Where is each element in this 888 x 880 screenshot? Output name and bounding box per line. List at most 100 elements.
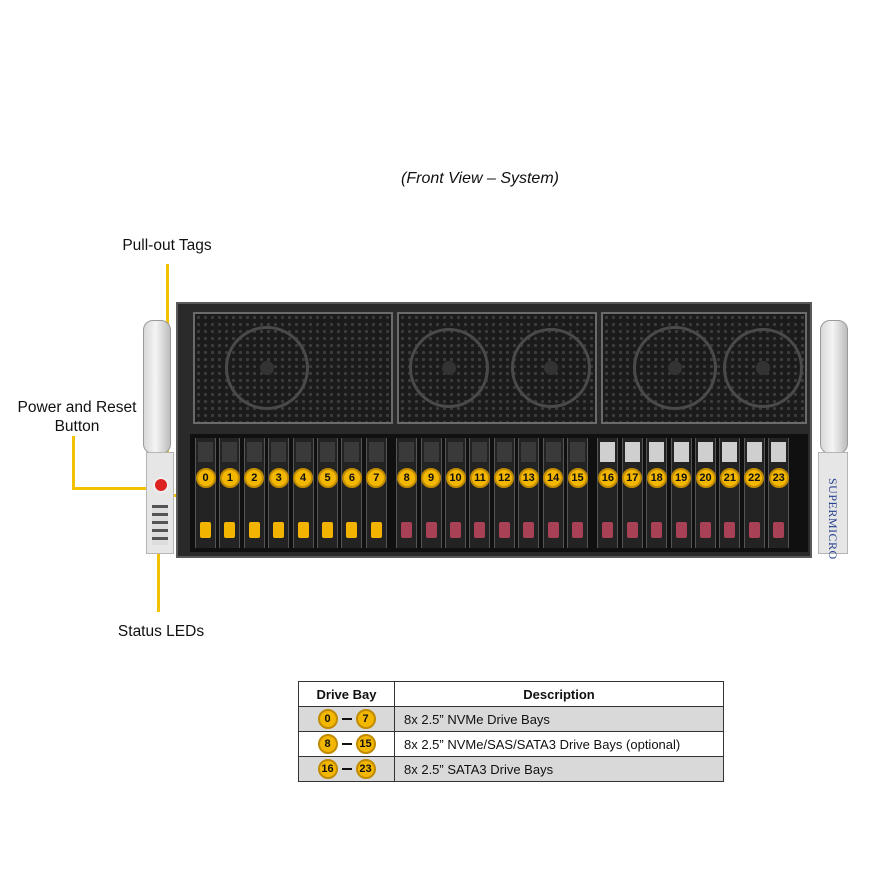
- bay-badge-from: 8: [317, 734, 338, 754]
- drive-latch-icon[interactable]: [523, 522, 535, 538]
- drive-tray-7[interactable]: [365, 438, 387, 548]
- drive-latch-icon[interactable]: [602, 522, 614, 538]
- drive-latch-icon[interactable]: [748, 522, 760, 538]
- drive-latch-icon[interactable]: [224, 522, 236, 538]
- fan-icon: [225, 326, 309, 410]
- drive-bay-number: 21: [719, 468, 740, 488]
- range-dash: [341, 743, 352, 745]
- drive-tray-top: [198, 442, 213, 462]
- drive-latch-icon[interactable]: [346, 522, 358, 538]
- drive-latch-icon[interactable]: [200, 522, 211, 538]
- drive-tray-17[interactable]: [621, 438, 643, 548]
- drive-bay-number: 2: [244, 468, 265, 488]
- range-dash: [341, 768, 352, 770]
- drive-tray-top: [496, 442, 512, 462]
- drive-tray-top: [673, 442, 689, 462]
- drive-bay-number: 19: [671, 468, 692, 488]
- drive-tray-10[interactable]: [445, 438, 466, 548]
- drive-bay-number: 11: [469, 468, 490, 488]
- drive-tray-4[interactable]: [292, 438, 314, 548]
- power-reset-label-line2: Button: [54, 418, 100, 435]
- left-handle: [143, 320, 171, 454]
- header-drive-bay: Drive Bay: [298, 681, 395, 707]
- drive-tray-top: [722, 442, 738, 462]
- drive-tray-8[interactable]: [396, 438, 418, 548]
- fan-panel-2: [397, 312, 597, 424]
- drive-bay-number: 15: [567, 468, 588, 488]
- drive-latch-icon[interactable]: [425, 522, 437, 538]
- drive-tray-top: [600, 442, 616, 462]
- right-handle: [820, 320, 848, 454]
- drive-tray-22[interactable]: [743, 438, 765, 548]
- left-ear: [146, 452, 174, 554]
- drive-tray-top: [271, 442, 287, 462]
- drive-tray-3[interactable]: [268, 438, 290, 548]
- status-leds-leader: [157, 548, 160, 612]
- drive-tray-5[interactable]: [317, 438, 338, 548]
- drive-bay-number: 1: [219, 468, 240, 488]
- drive-latch-icon[interactable]: [248, 522, 260, 538]
- drive-latch-icon[interactable]: [273, 522, 285, 538]
- drive-latch-icon[interactable]: [724, 522, 736, 538]
- drive-latch-icon[interactable]: [297, 522, 309, 538]
- drive-tray-6[interactable]: [341, 438, 363, 548]
- drive-tray-1[interactable]: [219, 438, 241, 548]
- drive-tray-16[interactable]: [597, 438, 619, 548]
- drive-bay-number: 17: [622, 468, 643, 488]
- drive-bay-number: 20: [695, 468, 716, 488]
- drive-latch-icon[interactable]: [370, 522, 382, 538]
- table-row: 8 15 8x 2.5” NVMe/SAS/SATA3 Drive Bays (…: [298, 731, 724, 757]
- bay-badge-to: 15: [355, 734, 376, 754]
- bay-range-cell: 0 7: [298, 706, 395, 732]
- drive-latch-icon[interactable]: [626, 522, 638, 538]
- fan-panel-1: [193, 312, 393, 424]
- drive-latch-icon[interactable]: [322, 522, 333, 538]
- drive-latch-icon[interactable]: [572, 522, 583, 538]
- drive-tray-14[interactable]: [542, 438, 564, 548]
- bay-description: 8x 2.5” NVMe/SAS/SATA3 Drive Bays (optio…: [394, 731, 724, 757]
- drive-tray-11[interactable]: [469, 438, 491, 548]
- drive-bay-number: 14: [543, 468, 564, 488]
- status-led-panel: [152, 505, 168, 545]
- table-row: 16 23 8x 2.5” SATA3 Drive Bays: [298, 756, 724, 782]
- drive-tray-9[interactable]: [420, 438, 442, 548]
- bay-badge-from: 16: [317, 759, 338, 779]
- table-header-row: Drive Bay Description: [298, 681, 724, 707]
- fan-icon: [511, 328, 591, 408]
- power-reset-leader-h: [72, 487, 152, 490]
- bay-description: 8x 2.5” NVMe Drive Bays: [394, 706, 724, 732]
- right-ear: [818, 452, 848, 554]
- drive-latch-icon[interactable]: [675, 522, 687, 538]
- drive-tray-21[interactable]: [719, 438, 741, 548]
- drive-latch-icon[interactable]: [773, 522, 785, 538]
- drive-bay-number: 23: [768, 468, 789, 488]
- drive-tray-13[interactable]: [518, 438, 540, 548]
- drive-tray-top: [368, 442, 384, 462]
- figure-caption: (Front View – System): [401, 170, 559, 187]
- table-row: 0 7 8x 2.5” NVMe Drive Bays: [298, 706, 724, 732]
- bay-description: 8x 2.5” SATA3 Drive Bays: [394, 756, 724, 782]
- drive-tray-12[interactable]: [493, 438, 515, 548]
- drive-tray-19[interactable]: [670, 438, 692, 548]
- drive-tray-0[interactable]: [195, 438, 216, 548]
- drive-tray-top: [423, 442, 439, 462]
- drive-bay-number: 0: [195, 468, 216, 488]
- drive-tray-20[interactable]: [695, 438, 716, 548]
- fan-panel-3: [601, 312, 807, 424]
- power-reset-leader-v: [72, 436, 75, 490]
- drive-tray-15[interactable]: [567, 438, 588, 548]
- drive-bay-number: 6: [341, 468, 362, 488]
- drive-latch-icon[interactable]: [474, 522, 486, 538]
- drive-latch-icon[interactable]: [700, 522, 711, 538]
- drive-latch-icon[interactable]: [651, 522, 663, 538]
- drive-tray-2[interactable]: [243, 438, 265, 548]
- drive-tray-18[interactable]: [646, 438, 668, 548]
- drive-tray-23[interactable]: [768, 438, 790, 548]
- drive-latch-icon[interactable]: [498, 522, 510, 538]
- drive-bay-number: 4: [293, 468, 314, 488]
- drive-latch-icon[interactable]: [547, 522, 559, 538]
- drive-bay-number: 16: [597, 468, 618, 488]
- power-button-icon[interactable]: [153, 477, 169, 493]
- drive-latch-icon[interactable]: [401, 522, 413, 538]
- drive-latch-icon[interactable]: [450, 522, 461, 538]
